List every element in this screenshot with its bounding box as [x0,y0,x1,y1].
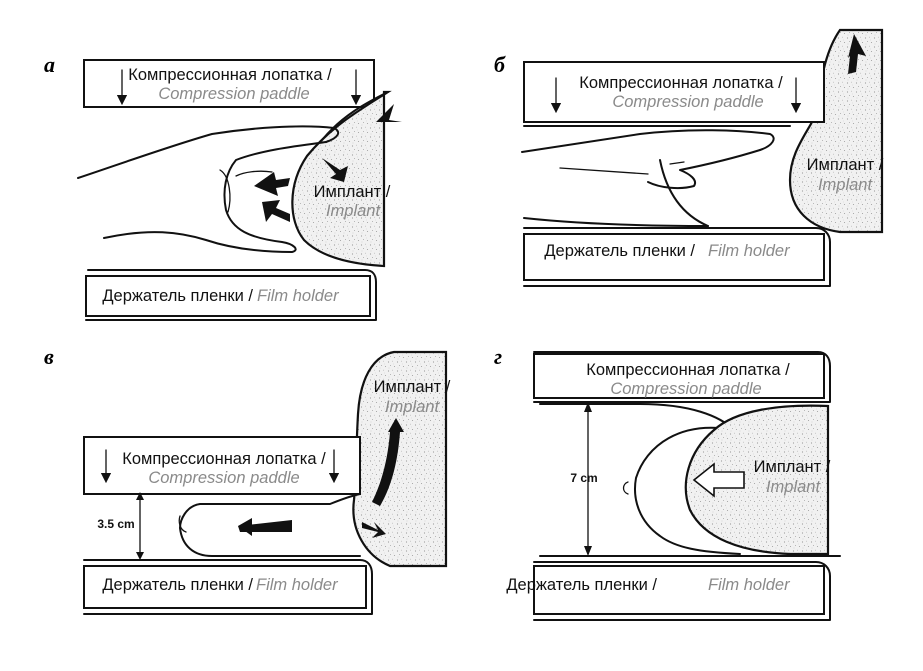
panel-letter-c: в [44,344,54,369]
paddle-label-ru: Компрессионная лопатка / [579,74,783,92]
panel-b: б Компрессионная лопатка / Compression p… [494,28,884,287]
compression-paddle: Компрессионная лопатка / Compression pad… [533,351,831,403]
paddle-label-ru: Компрессионная лопатка / [586,361,790,379]
paddle-label-en: Compression paddle [148,469,299,487]
film-holder: Держатель пленки / [83,559,373,615]
paddle-label-en: Compression paddle [612,93,763,111]
panel-letter-b: б [494,52,506,77]
measurement-indicator: 7 cm [570,402,598,556]
panel-c: в Компрессионная лопатка / Compression p… [44,344,451,615]
displacement-arrows [692,462,745,498]
implant-shape [684,404,830,556]
measurement-indicator: 3.5 cm [97,492,144,560]
implant-label-en: Implant [326,202,382,220]
measurement-label: 7 cm [570,471,597,485]
holder-label-en: Film holder [708,576,791,594]
paddle-label-ru: Компрессионная лопатка / [122,450,326,468]
panel-a: а Компрессионная лопатка / Compression p… [44,52,402,321]
compression-paddle: Компрессионная лопатка / Compression pad… [83,59,375,108]
holder-label-ru: Держатель пленки / [102,287,253,305]
film-holder: Держатель пленки / [506,561,831,621]
holder-label-ru: Держатель пленки / [506,576,657,594]
implant-label-ru: Имплант / [314,183,391,201]
displacement-arrows [238,418,404,538]
panel-letter-a: а [44,52,55,77]
measurement-label: 3.5 cm [97,517,134,531]
compression-paddle: Компрессионная лопатка / Compression pad… [523,61,825,123]
film-holder: Держатель пленки / [523,227,831,287]
paddle-label-en: Compression paddle [610,380,761,398]
holder-label-ru: Держатель пленки / [544,242,695,260]
panel-letter-d: г [494,344,502,369]
implant-label-ru: Имплант / [807,156,884,174]
implant-label-ru: Имплант / [754,458,831,476]
compression-paddle: Компрессионная лопатка / Compression pad… [83,436,361,495]
holder-label-en: Film holder [256,576,339,594]
implant-label-ru: Имплант / [374,378,451,396]
holder-label-en: Film holder [708,242,791,260]
implant-label-en: Implant [766,478,822,496]
hand-illustration [77,125,340,253]
film-holder: Держатель пленки / Film holder [85,269,377,321]
panel-d: г Компрессионная лопатка / Compression p… [494,344,841,621]
hand-illustration [521,129,775,190]
implant-shape [788,28,884,234]
paddle-label-en: Compression paddle [158,85,309,103]
implant-label-en: Implant [818,176,874,194]
displacement-arrows [254,104,402,222]
holder-label-en: Film holder [257,287,340,305]
holder-label-ru: Держатель пленки / [102,576,253,594]
implant-label-en: Implant [385,398,441,416]
paddle-label-ru: Компрессионная лопатка / [128,66,332,84]
